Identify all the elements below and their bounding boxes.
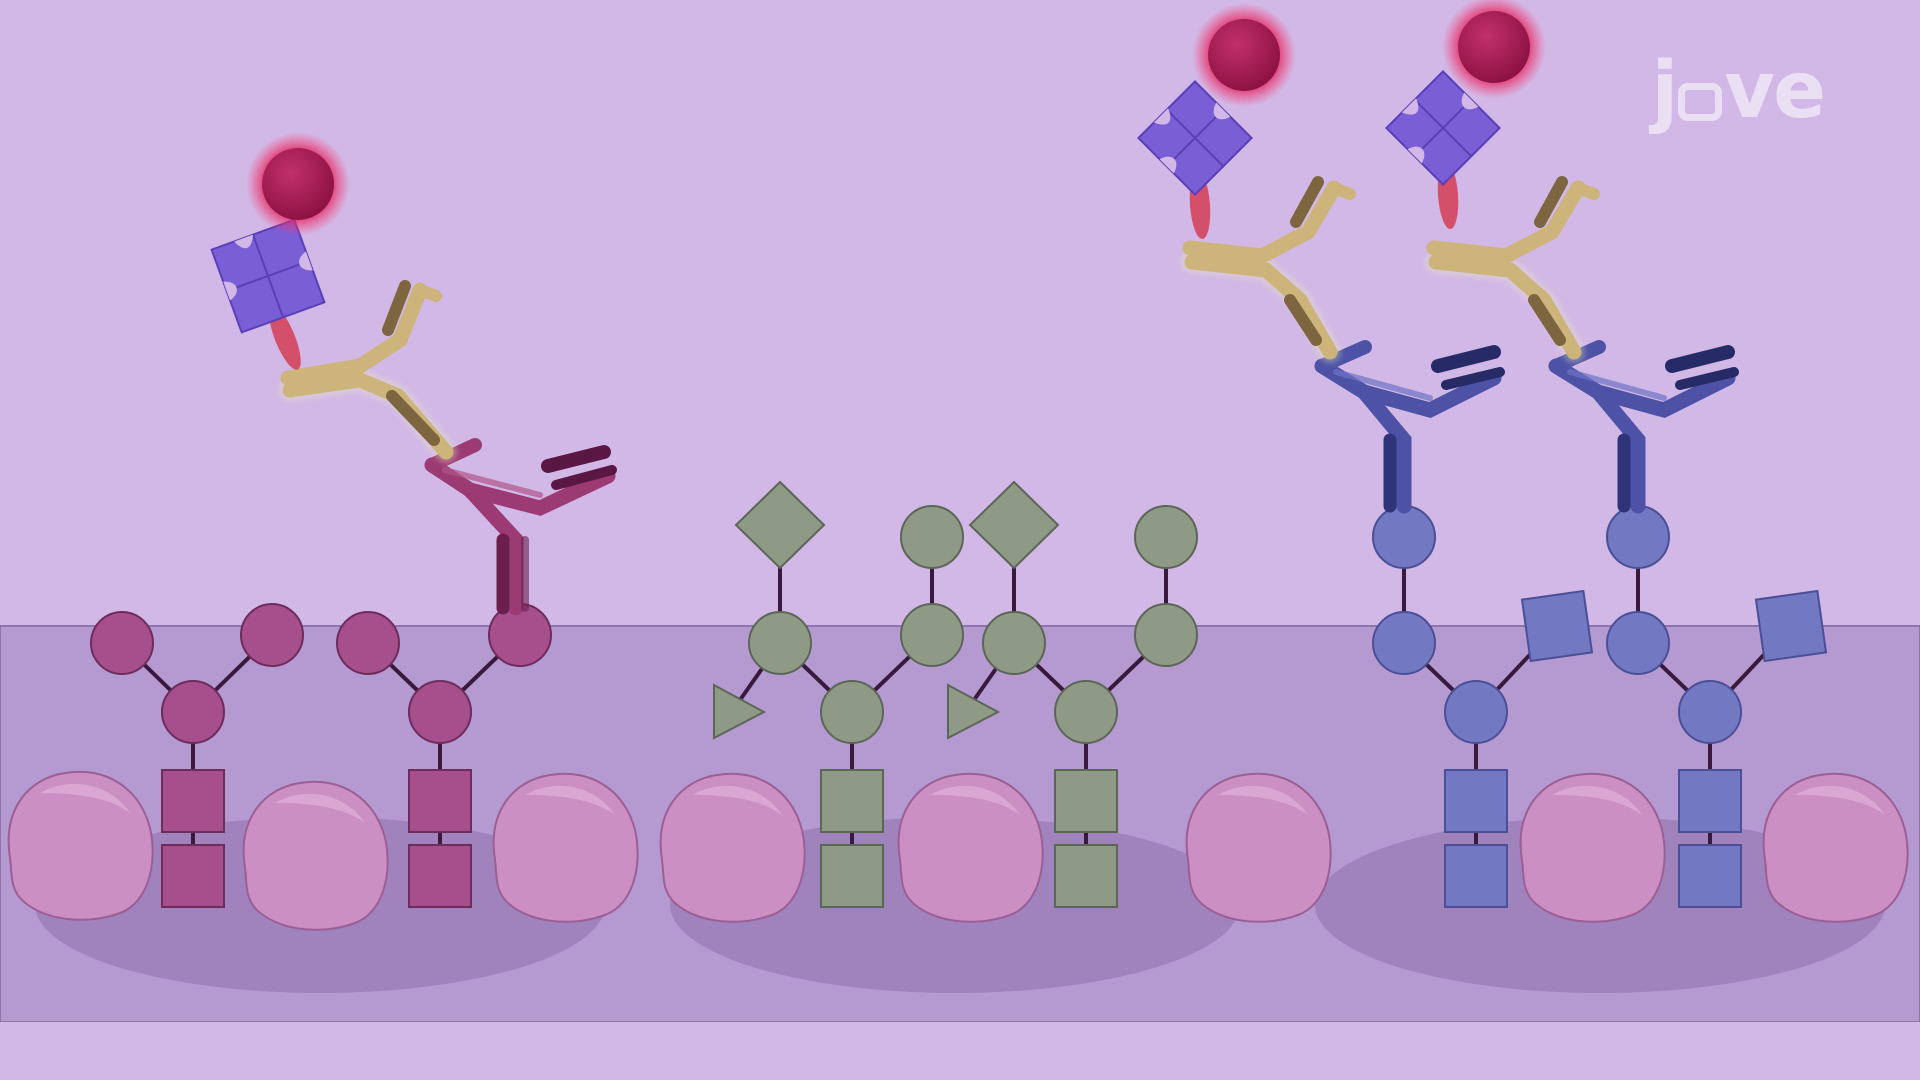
- glycan-green-2: [947, 480, 1198, 908]
- cell-body: [1762, 772, 1909, 923]
- glycan-circle: [1606, 505, 1670, 569]
- glycan-green-1: [713, 480, 964, 908]
- glycan-circle: [820, 680, 884, 744]
- primary-antibody-blue-2: [1548, 340, 1739, 514]
- glycan-circle: [900, 603, 964, 667]
- logo-speech-bubble-icon: [1678, 83, 1723, 121]
- glycan-triangle: [713, 683, 767, 740]
- glycan-square: [1054, 844, 1118, 908]
- primary-antibody-blue-1: [1314, 340, 1505, 514]
- glycan-blue-1: [1372, 505, 1594, 908]
- glycan-square: [820, 844, 884, 908]
- glycan-square: [1678, 844, 1742, 908]
- enzyme-conjugate-3: [1385, 0, 1546, 229]
- glycan-magenta-2: [336, 603, 552, 908]
- glycan-square: [1444, 769, 1508, 833]
- signal-bead: [1458, 11, 1530, 83]
- glycan-square: [408, 844, 472, 908]
- logo-text-ve: ve: [1724, 46, 1826, 136]
- glycan-blue-2: [1606, 505, 1828, 908]
- glycan-circle: [1134, 603, 1198, 667]
- glycan-square: [1678, 769, 1742, 833]
- cell-body: [897, 772, 1044, 923]
- cell-body: [242, 780, 389, 931]
- glycan-square: [820, 769, 884, 833]
- glycan-square: [161, 769, 225, 833]
- enzyme-conjugate-2: [1137, 3, 1296, 239]
- glycan-square: [1520, 589, 1594, 663]
- glycan-circle: [1372, 611, 1436, 675]
- glycan-square: [161, 844, 225, 908]
- primary-antibody-magenta: [424, 438, 617, 616]
- cell-body: [1519, 772, 1666, 923]
- cell-body: [1185, 772, 1332, 923]
- glycan-circle: [748, 611, 812, 675]
- cell-bodies: [7, 770, 1909, 931]
- glycan-diamond: [734, 480, 826, 570]
- secondary-antibody-gold-1: [279, 280, 457, 463]
- cell-body: [7, 770, 154, 921]
- glycan-circle: [1606, 611, 1670, 675]
- glycan-square: [408, 769, 472, 833]
- glycan-circle: [1372, 505, 1436, 569]
- glycan-magenta-1: [90, 603, 304, 908]
- signal-bead: [262, 148, 334, 220]
- glycan-circle: [1444, 680, 1508, 744]
- logo-text-j: j: [1651, 46, 1679, 136]
- cell-body: [659, 772, 806, 923]
- glycan-circle: [982, 611, 1046, 675]
- glycan-circle: [1134, 505, 1198, 569]
- glycan-square: [1444, 844, 1508, 908]
- glycan-diamond: [968, 480, 1060, 570]
- linker: [269, 306, 301, 370]
- glycan-circle: [408, 680, 472, 744]
- glycan-circle: [90, 611, 154, 675]
- glycan-circle: [240, 603, 304, 667]
- cell-body: [492, 772, 639, 923]
- enzyme-conjugate-1: [210, 132, 350, 370]
- glycan-circle: [900, 505, 964, 569]
- glycan-square: [1754, 589, 1828, 663]
- signal-bead: [1208, 19, 1280, 91]
- glycan-circle: [336, 611, 400, 675]
- glycan-circle: [1678, 680, 1742, 744]
- glycan-circle: [1054, 680, 1118, 744]
- background-lower: [0, 1022, 1920, 1080]
- glycan-triangle: [947, 683, 1001, 740]
- glycan-square: [1054, 769, 1118, 833]
- secondary-antibody-gold-2: [1181, 176, 1356, 363]
- secondary-antibody-gold-3: [1425, 176, 1600, 363]
- glycan-circle: [161, 680, 225, 744]
